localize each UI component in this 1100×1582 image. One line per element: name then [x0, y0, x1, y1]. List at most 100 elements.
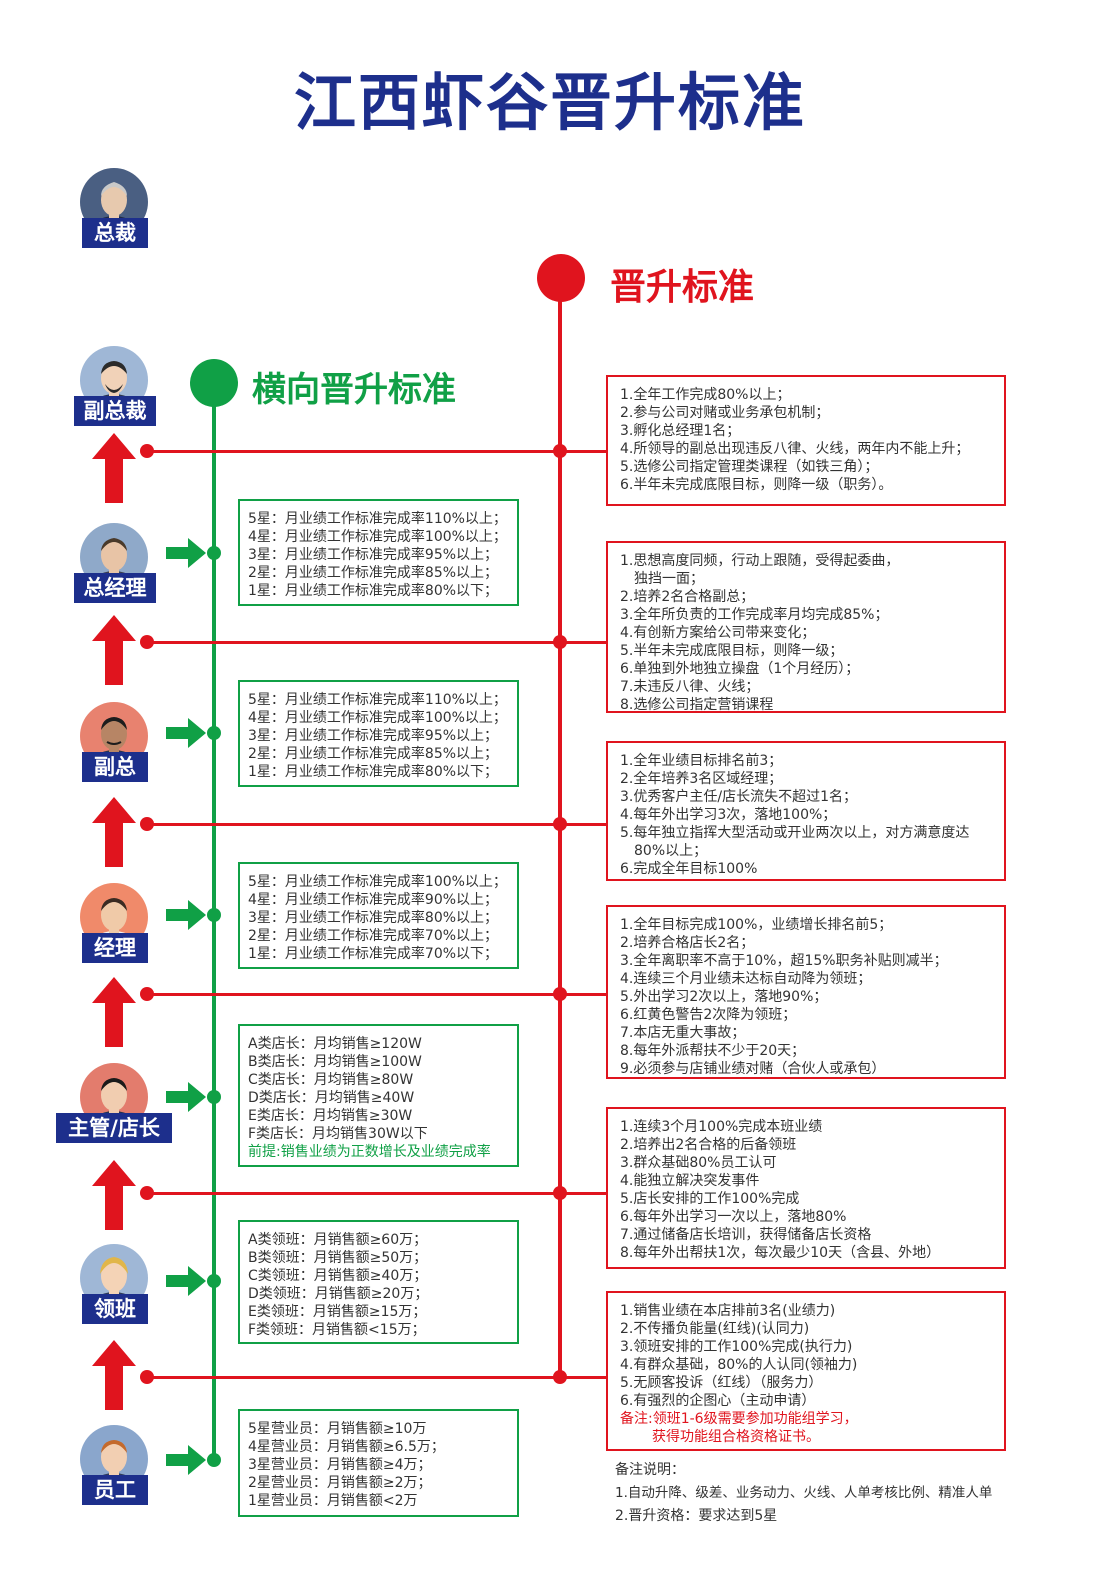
criteria-line: 6.有强烈的企图心（主动申请） — [620, 1393, 816, 1409]
role-label: 经理 — [82, 933, 148, 963]
right-arrow-icon — [166, 718, 206, 748]
star-line: 5星：月业绩工作标准完成率110%以上； — [248, 692, 507, 708]
green-dot — [207, 908, 221, 922]
green-dot — [207, 1090, 221, 1104]
up-arrow-icon — [92, 977, 136, 1047]
star-line: B类领班：月销售额≥50万； — [248, 1250, 428, 1266]
criteria-line: 1.全年目标完成100%，业绩增长排名前5； — [620, 917, 893, 933]
up-arrow-icon — [92, 1340, 136, 1410]
connector-leader — [146, 1376, 608, 1379]
role-leader: 领班 — [44, 1244, 184, 1334]
criteria-line: 3.孵化总经理1名； — [620, 423, 741, 439]
green-dot — [207, 546, 221, 560]
criteria-line: 3.优秀客户主任/店长流失不超过1名； — [620, 789, 857, 805]
criteria-line: 独挡一面； — [634, 571, 704, 587]
star-line: 4星营业员：月销售额≥6.5万； — [248, 1439, 445, 1455]
criteria-line: 2.培养出2名合格的后备领班 — [620, 1137, 797, 1153]
star-line: F类领班：月销售额<15万； — [248, 1322, 426, 1338]
star-line: D类领班：月销售额≥20万； — [248, 1286, 429, 1302]
criteria-line: 6.半年未完成底限目标，则降一级（职务）。 — [620, 477, 893, 493]
red-promotion-line — [558, 290, 562, 1380]
criteria-line: 7.本店无重大事故； — [620, 1025, 746, 1041]
promotion-standard-header: 晋升标准 — [610, 267, 755, 308]
criteria-line: 3.领班安排的工作100%完成(执行力) — [620, 1339, 853, 1355]
star-line: 1星：月业绩工作标准完成率80%以下； — [248, 583, 499, 599]
star-line: E类店长：月均销售≥30W — [248, 1108, 413, 1124]
right-arrow-icon — [166, 1082, 206, 1112]
role-label: 副总裁 — [74, 396, 156, 426]
criteria-line: 7.未违反八律、火线； — [620, 679, 760, 695]
criteria-line: 4.有创新方案给公司带来变化； — [620, 625, 816, 641]
criteria-line: 5.无顾客投诉（红线）（服务力） — [620, 1375, 823, 1391]
green-header-dot — [190, 359, 238, 407]
role-vp: 副总裁 — [44, 346, 184, 436]
star-line: A类领班：月销售额≥60万； — [248, 1232, 428, 1248]
right-arrow-icon — [166, 1445, 206, 1475]
star-line: 2星：月业绩工作标准完成率85%以上； — [248, 746, 499, 762]
role-staff: 员工 — [44, 1425, 184, 1515]
criteria-line: 80%以上； — [634, 843, 708, 859]
notes-item: 1.自动升降、级差、业务动力、火线、人单考核比例、精准人单 — [615, 1485, 993, 1501]
connector-supervisor — [146, 1192, 608, 1195]
star-line: 1星：月业绩工作标准完成率70%以下； — [248, 946, 499, 962]
criteria-line: 2.参与公司对赌或业务承包机制； — [620, 405, 830, 421]
role-label: 总经理 — [74, 573, 156, 603]
criteria-line: 4.每年外出学习3次，落地100%； — [620, 807, 837, 823]
horizontal-box-gm: 5星：月业绩工作标准完成率110%以上； 4星：月业绩工作标准完成率100%以上… — [238, 499, 519, 606]
star-line: 4星：月业绩工作标准完成率100%以上； — [248, 529, 507, 545]
star-line: 5星：月业绩工作标准完成率100%以上； — [248, 874, 507, 890]
promotion-box-supervisor: 1.连续3个月100%完成本班业绩 2.培养出2名合格的后备领班 3.群众基础8… — [606, 1107, 1006, 1269]
connector-dot — [553, 987, 567, 1001]
criteria-line: 1.全年业绩目标排名前3； — [620, 753, 783, 769]
connector-dot — [140, 987, 154, 1001]
star-line: 4星：月业绩工作标准完成率100%以上； — [248, 710, 507, 726]
up-arrow-icon — [92, 797, 136, 867]
criteria-line: 4.能独立解决突发事件 — [620, 1173, 760, 1189]
criteria-line: 1.销售业绩在本店排前3名(业绩力) — [620, 1303, 836, 1319]
page-title: 江西虾谷晋升标准 — [293, 66, 806, 139]
criteria-line: 6.每年外出学习一次以上，落地80% — [620, 1209, 847, 1225]
star-line: F类店长：月均销售30W以下 — [248, 1126, 428, 1142]
star-line: 3星：月业绩工作标准完成率95%以上； — [248, 547, 499, 563]
criteria-line: 7.通过储备店长培训，获得储备店长资格 — [620, 1227, 872, 1243]
up-arrow-icon — [92, 433, 136, 503]
connector-dot — [140, 1186, 154, 1200]
role-label: 员工 — [82, 1475, 148, 1505]
connector-vp — [146, 450, 608, 453]
star-line: 5星营业员：月销售额≥10万 — [248, 1421, 427, 1437]
horizontal-box-deputy: 5星：月业绩工作标准完成率110%以上； 4星：月业绩工作标准完成率100%以上… — [238, 680, 519, 787]
star-line: 4星：月业绩工作标准完成率90%以上； — [248, 892, 499, 908]
promotion-box-gm: 1.思想高度同频，行动上跟随，受得起委曲， 独挡一面； 2.培养2名合格副总； … — [606, 541, 1006, 713]
promotion-box-vp: 1.全年工作完成80%以上； 2.参与公司对赌或业务承包机制； 3.孵化总经理1… — [606, 375, 1006, 506]
criteria-line: 4.有群众基础，80%的人认同(领袖力) — [620, 1357, 858, 1373]
horizontal-box-leader: A类领班：月销售额≥60万； B类领班：月销售额≥50万； C类领班：月销售额≥… — [238, 1220, 519, 1344]
star-line: B类店长：月均销售≥100W — [248, 1054, 422, 1070]
notes-item: 2.晋升资格：要求达到5星 — [615, 1508, 778, 1524]
up-arrow-icon — [92, 615, 136, 685]
criteria-line: 4.所领导的副总出现违反八律、火线，两年内不能上升； — [620, 441, 970, 457]
right-arrow-icon — [166, 1266, 206, 1296]
role-supervisor: 主管/店长 — [44, 1063, 184, 1153]
criteria-line: 2.培养2名合格副总； — [620, 589, 755, 605]
star-line: 3星：月业绩工作标准完成率95%以上； — [248, 728, 499, 744]
star-line: 5星：月业绩工作标准完成率110%以上； — [248, 511, 507, 527]
role-label: 副总 — [82, 752, 148, 782]
supervisor-note: 前提:销售业绩为正数增长及业绩完成率 — [248, 1144, 491, 1160]
promotion-box-manager: 1.全年目标完成100%，业绩增长排名前5； 2.培养合格店长2名； 3.全年离… — [606, 905, 1006, 1079]
criteria-line: 8.每年外出帮扶1次，每次最少10天（含县、外地） — [620, 1245, 941, 1261]
star-line: C类领班：月销售额≥40万； — [248, 1268, 428, 1284]
role-label: 总裁 — [82, 218, 148, 248]
criteria-line: 5.半年未完成底限目标，则降一级； — [620, 643, 844, 659]
criteria-note: 获得功能组合格资格证书。 — [652, 1429, 820, 1445]
criteria-line: 6.单独到外地独立操盘（1个月经历）； — [620, 661, 860, 677]
role-label: 主管/店长 — [56, 1113, 172, 1143]
right-arrow-icon — [166, 538, 206, 568]
horizontal-standard-header: 横向晋升标准 — [252, 370, 456, 410]
role-manager: 经理 — [44, 883, 184, 973]
criteria-note: 备注:领班1-6级需要参加功能组学习， — [620, 1411, 858, 1427]
star-line: E类领班：月销售额≥15万； — [248, 1304, 427, 1320]
criteria-line: 6.红黄色警告2次降为领班； — [620, 1007, 797, 1023]
role-label: 领班 — [82, 1294, 148, 1324]
red-header-dot — [537, 254, 585, 302]
up-arrow-icon — [92, 1160, 136, 1230]
